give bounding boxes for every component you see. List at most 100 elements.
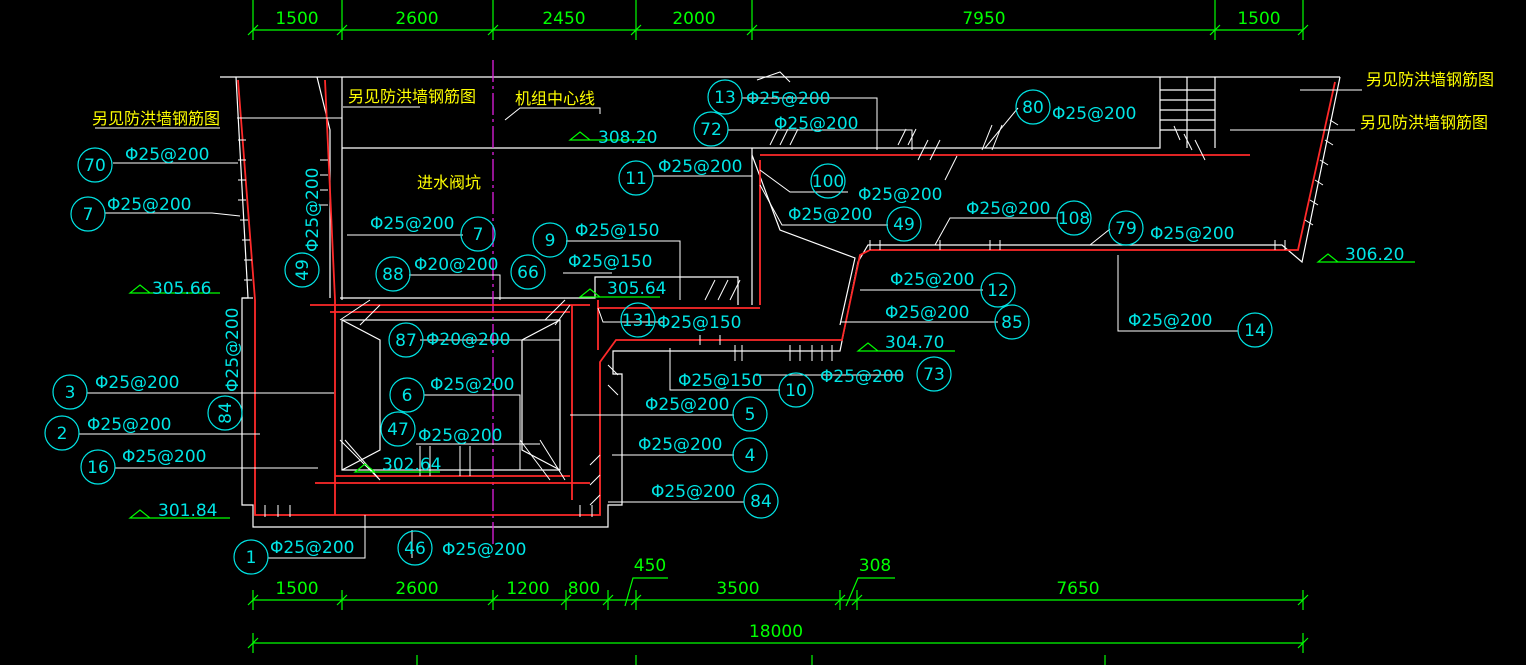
callout-number: 84 [216,402,236,424]
callout-spec: Φ25@200 [87,415,171,435]
callout-number: 11 [625,169,647,189]
callout-spec: Φ25@200 [885,303,969,323]
callout-circle [1108,210,1144,246]
centerline-note: 机组中心线 [515,89,595,108]
callout-spec: Φ25@200 [303,168,323,252]
bottom-dim-3: 1200 [506,579,549,599]
callout-spec: Φ20@200 [426,330,510,350]
callout-circle [77,147,113,183]
callout-number: 84 [750,492,772,512]
callout-number: 70 [84,156,106,176]
callout-number: 73 [923,365,945,385]
callout-circle [778,372,814,408]
callout-number: 80 [1022,98,1044,118]
inlet-pit-note: 进水阀坑 [417,173,481,192]
elevation-label: 306.20 [1345,245,1404,265]
concrete-outline [220,76,1341,528]
callout-circle [388,322,424,358]
callout-circle [916,356,952,392]
callout-spec: Φ25@200 [788,205,872,225]
callout-number: 7 [83,205,94,225]
callout-spec: Φ25@200 [966,199,1050,219]
callout-number: 2 [57,424,68,444]
callout-circle [1237,312,1273,348]
callout-circle [732,396,768,432]
callout-circle [70,196,106,232]
callout-number: 49 [893,215,915,235]
flood-wall-note-right-1: 另见防洪墙钢筋图 [1366,70,1494,89]
callout-spec: Φ25@200 [442,540,526,560]
callout-circle [693,111,729,147]
callout-spec: Φ25@200 [125,145,209,165]
callout-circle [886,206,922,242]
callout-circle [389,377,425,413]
callout-number: 47 [387,420,409,440]
callout-circle [233,539,269,575]
callout-spec: Φ25@200 [1128,311,1212,331]
top-dim-4: 2000 [672,9,715,29]
callout-number: 72 [700,120,722,140]
elevation-label: 305.66 [152,279,211,299]
flood-wall-note-left: 另见防洪墙钢筋图 [92,109,220,128]
flood-wall-note-right-2: 另见防洪墙钢筋图 [1360,113,1488,132]
callout-number: 87 [395,331,417,351]
callout-number: 14 [1244,321,1266,341]
callout-circle [618,160,654,196]
callout-number: 16 [87,458,109,478]
callout-number: 79 [1115,219,1137,239]
callout-circle [732,437,768,473]
callout-number: 5 [745,405,756,425]
callout-spec: Φ25@200 [1052,104,1136,124]
callout-number: 131 [622,311,654,331]
callout-spec: Φ25@200 [638,435,722,455]
callout-circle [743,483,779,519]
callout-spec: Φ25@200 [890,270,974,290]
callout-number: 13 [714,88,736,108]
bottom-dim-4: 800 [568,579,600,599]
callout-circle [380,411,416,447]
top-dim-2: 2600 [395,9,438,29]
callout-number: 10 [785,381,807,401]
callout-circle [52,374,88,410]
callout-circle [510,254,546,290]
callout-circle [532,222,568,258]
callout-spec: Φ25@200 [270,538,354,558]
top-dim-1: 1500 [275,9,318,29]
callout-spec: Φ25@150 [568,252,652,272]
callout-number: 66 [517,263,539,283]
bottom-dim-7: 308 [859,556,891,576]
callout-number: 100 [812,172,844,192]
callout-spec: Φ25@200 [223,308,243,392]
leader-lines [79,71,1362,559]
callout-circle [1056,200,1092,236]
callout-spec: Φ25@200 [858,185,942,205]
callout-number: 88 [382,265,404,285]
rebar-ticks [238,119,1339,517]
callout-number: 49 [293,259,313,281]
callout-circle [375,256,411,292]
rebar-callouts: 70 Φ25@200 7 Φ25@200 49 Φ25@200 3 Φ25@20… [44,79,1273,575]
elevation-label: 301.84 [158,501,217,521]
bottom-dim-8: 7650 [1056,579,1099,599]
callout-spec: Φ25@200 [651,482,735,502]
callout-spec: Φ25@200 [746,89,830,109]
callout-spec: Φ25@200 [645,395,729,415]
bottom-dim-6: 3500 [716,579,759,599]
callout-circle [44,415,80,451]
callout-spec: Φ25@200 [430,375,514,395]
callout-circle [620,302,656,338]
bottom-dimension-chain [247,577,1309,665]
callout-spec: Φ25@200 [658,157,742,177]
callout-number: 46 [404,539,426,559]
callout-number: 4 [745,446,756,466]
callout-circle [284,252,320,288]
callout-number: 12 [987,281,1009,301]
bottom-dim-5: 450 [634,556,666,576]
top-dim-6: 1500 [1237,9,1280,29]
callout-spec: Φ25@200 [820,367,904,387]
callout-spec: Φ25@200 [122,447,206,467]
callout-spec: Φ25@150 [678,371,762,391]
callout-circle [207,395,243,431]
callout-number: 3 [65,383,76,403]
